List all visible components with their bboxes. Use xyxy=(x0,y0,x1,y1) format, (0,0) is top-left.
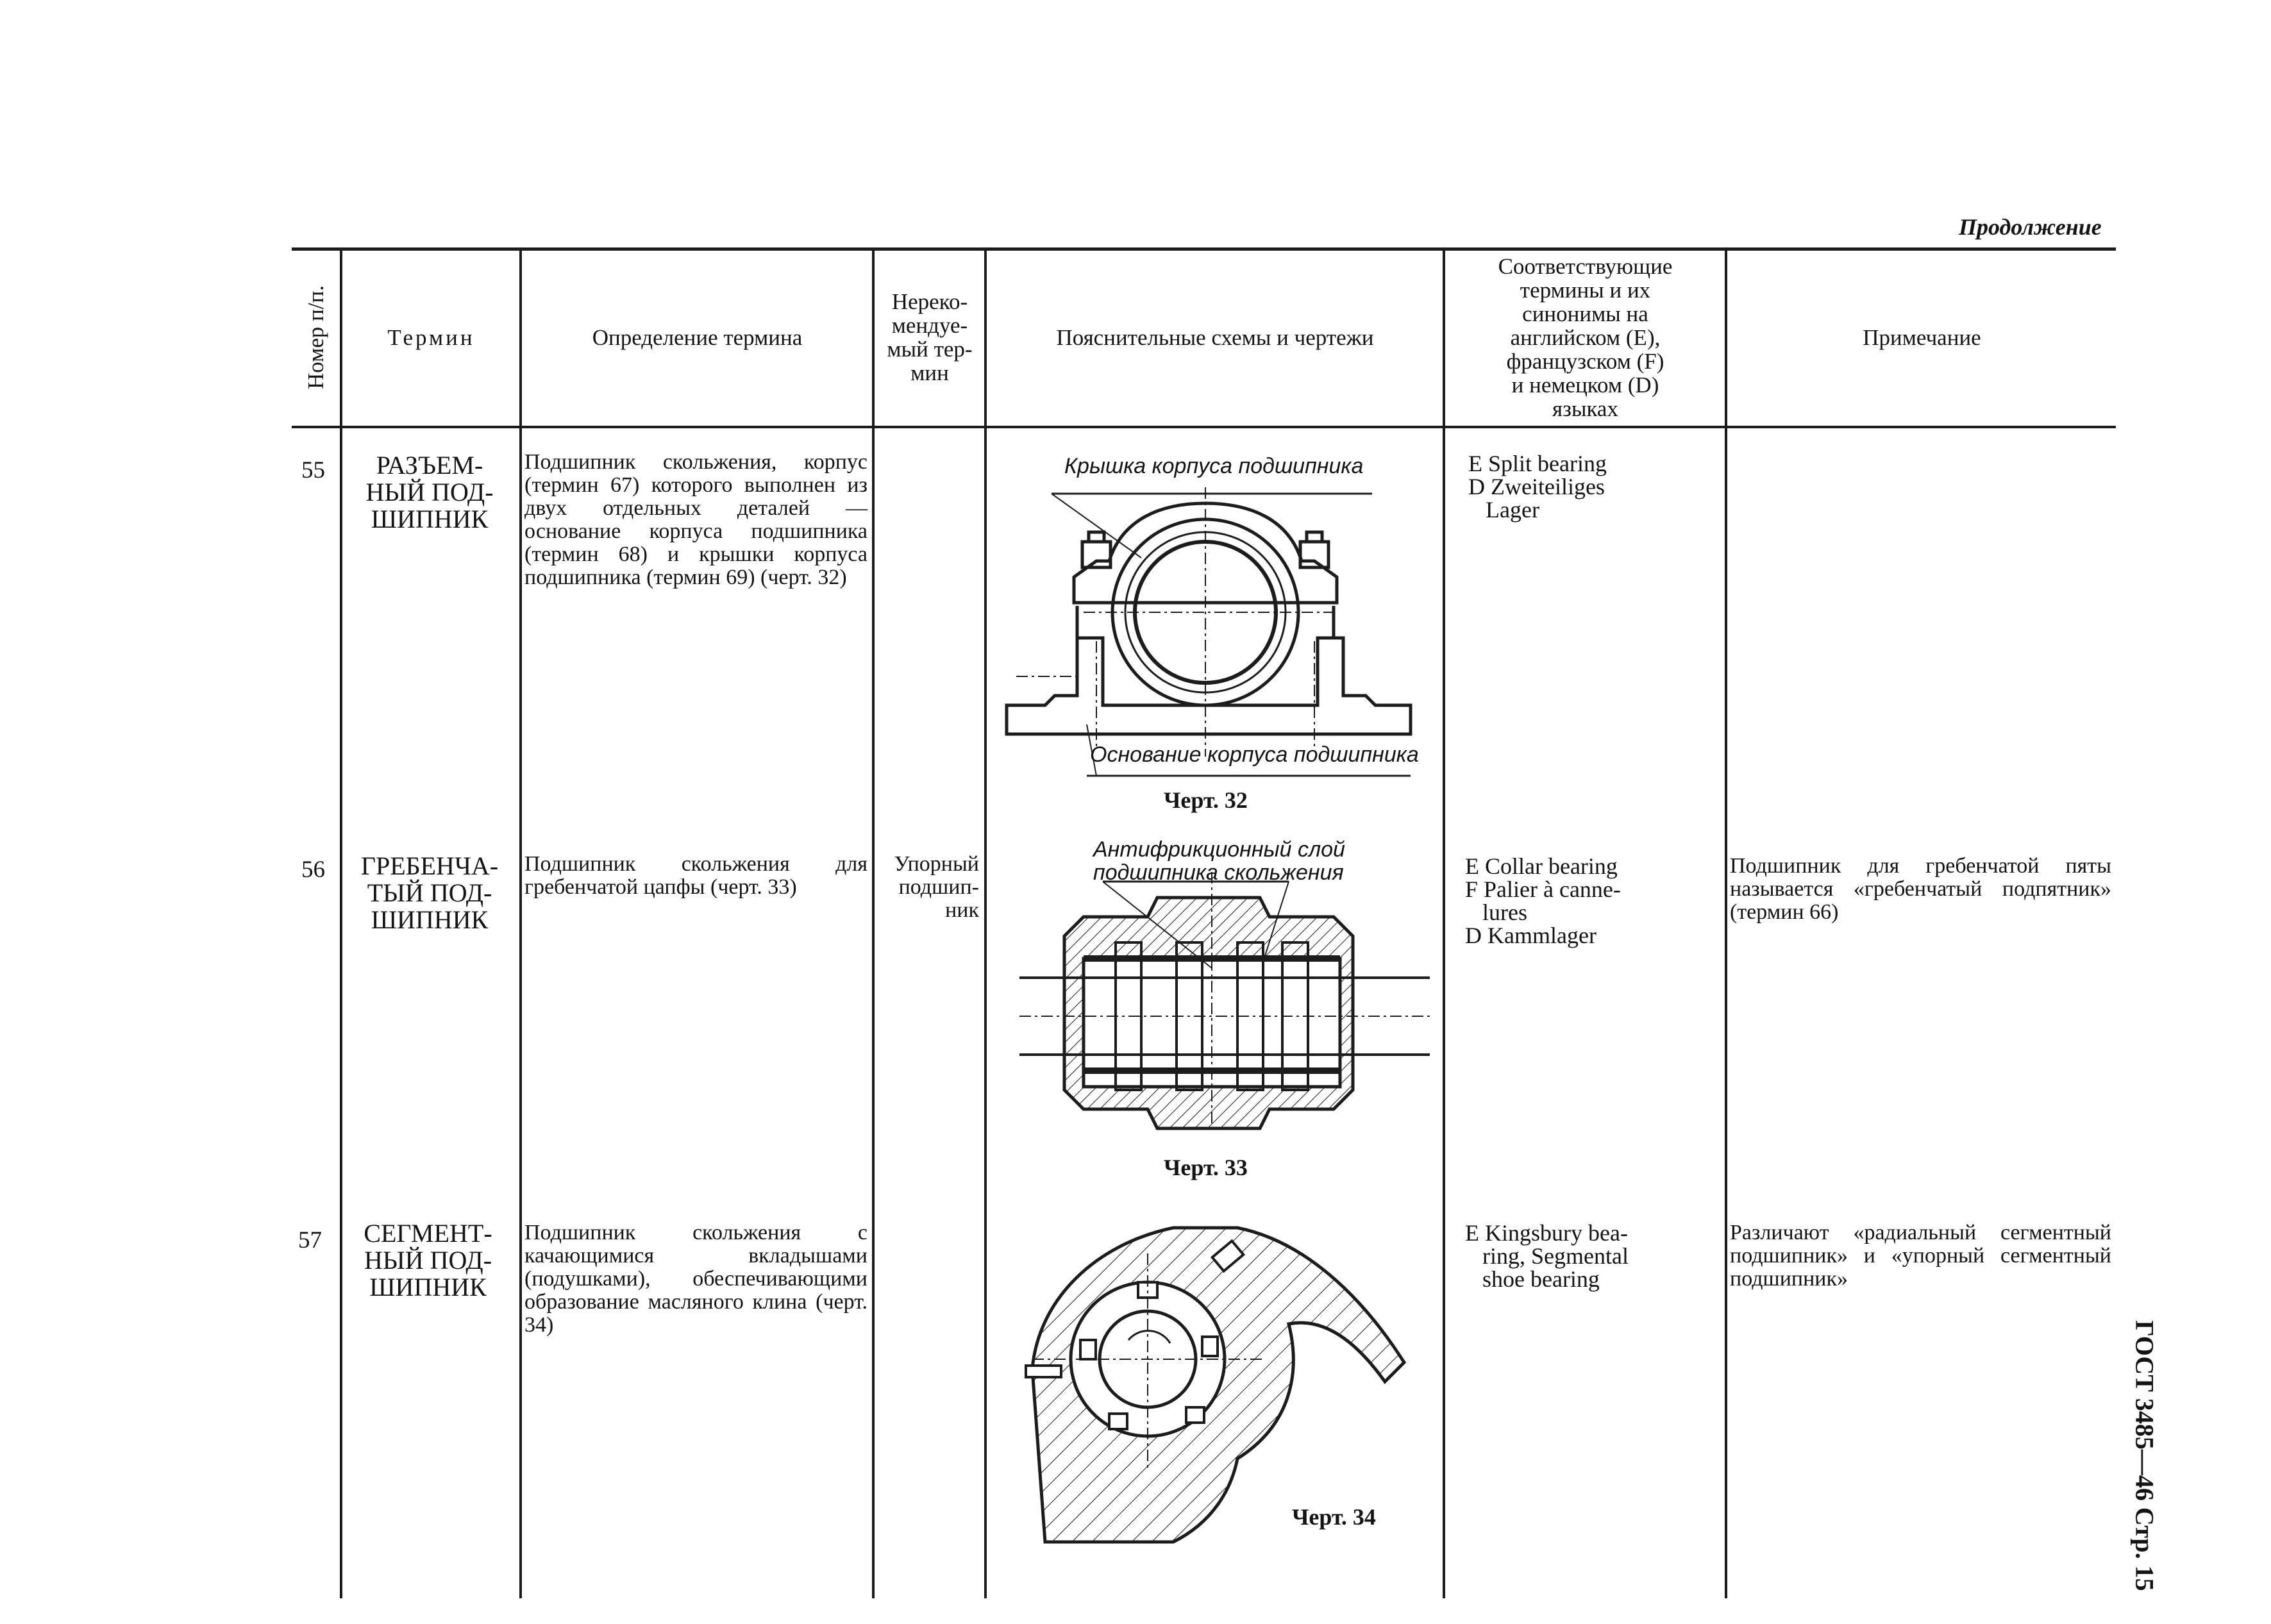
row-57-definition: Подшипник скольжения с качающимися вклад… xyxy=(524,1221,867,1337)
header-note: Примечание xyxy=(1863,324,1981,350)
col-sep-5 xyxy=(1443,249,1445,1598)
row-56-definition: Подшипник скольжения для гребенчатой цап… xyxy=(524,852,867,899)
header-number: Номер п/п. xyxy=(303,285,329,389)
figure-32-label-base: Основание корпуса подшипника xyxy=(1090,742,1419,767)
figure-32-caption: Черт. 32 xyxy=(1164,787,1248,813)
col-sep-4 xyxy=(984,249,987,1598)
row-56-term: ГРЕБЕНЧА- ТЫЙ ПОД- ШИПНИК xyxy=(360,851,499,934)
row-56-foreign: E Collar bearing F Palier à canne- lures… xyxy=(1465,853,1621,948)
table-top-rule xyxy=(292,247,2116,251)
figure-33-label-line1: Антифрикционный слой xyxy=(1093,837,1345,862)
row-57-number: 57 xyxy=(298,1227,322,1253)
col-sep-2 xyxy=(519,249,522,1598)
figure-34-segmental-bearing xyxy=(1025,1226,1407,1544)
row-57-foreign: E Kingsbury bea- ring, Segmental shoe be… xyxy=(1465,1220,1629,1292)
row-57-term: СЕГМЕНТ- НЫЙ ПОД- ШИПНИК xyxy=(364,1219,492,1302)
row-55-definition: Подшипник скольжения, корпус (термин 67)… xyxy=(524,450,867,589)
header-definition: Определение термина xyxy=(592,324,803,350)
col-sep-1 xyxy=(340,249,342,1598)
figure-33-label-line2: подшипника скольжения xyxy=(1093,860,1344,885)
row-55-term: РАЗЪЕМ- НЫЙ ПОД- ШИПНИК xyxy=(365,451,494,533)
figure-33-caption: Черт. 33 xyxy=(1164,1155,1248,1180)
continuation-label: Продолжение xyxy=(1959,214,2102,240)
figure-32-split-bearing xyxy=(1005,487,1412,777)
col-sep-3 xyxy=(872,249,875,1598)
figure-34-caption: Черт. 34 xyxy=(1292,1504,1376,1530)
header-not-recommended: Нереко- мендуе- мый тер- мин xyxy=(887,289,973,385)
row-56-not-recommended: Упорный подшип- ник xyxy=(894,852,979,922)
header-schemes: Пояснительные схемы и чертежи xyxy=(1056,324,1374,350)
row-55-number: 55 xyxy=(301,457,325,483)
col-sep-6 xyxy=(1725,249,1727,1598)
row-56-number: 56 xyxy=(301,857,325,883)
header-term: Термин xyxy=(387,324,475,350)
row-57-note: Различают «радиальный сегментный подшипн… xyxy=(1730,1221,2111,1291)
figure-33-collar-bearing xyxy=(1019,872,1430,1132)
figure-32-label-cap: Крышка корпуса подшипника xyxy=(1064,454,1364,478)
header-foreign: Соответствующие термины и их синонимы на… xyxy=(1498,253,1673,421)
row-55-foreign: E Split bearing D Zweiteiliges Lager xyxy=(1468,451,1607,523)
header-bottom-rule xyxy=(292,426,2116,428)
row-56-note: Подшипник для гребенчатой пяты называетс… xyxy=(1730,854,2111,924)
page-footer: ГОСТ 3485—46 Стр. 15 xyxy=(2130,1319,2159,1591)
